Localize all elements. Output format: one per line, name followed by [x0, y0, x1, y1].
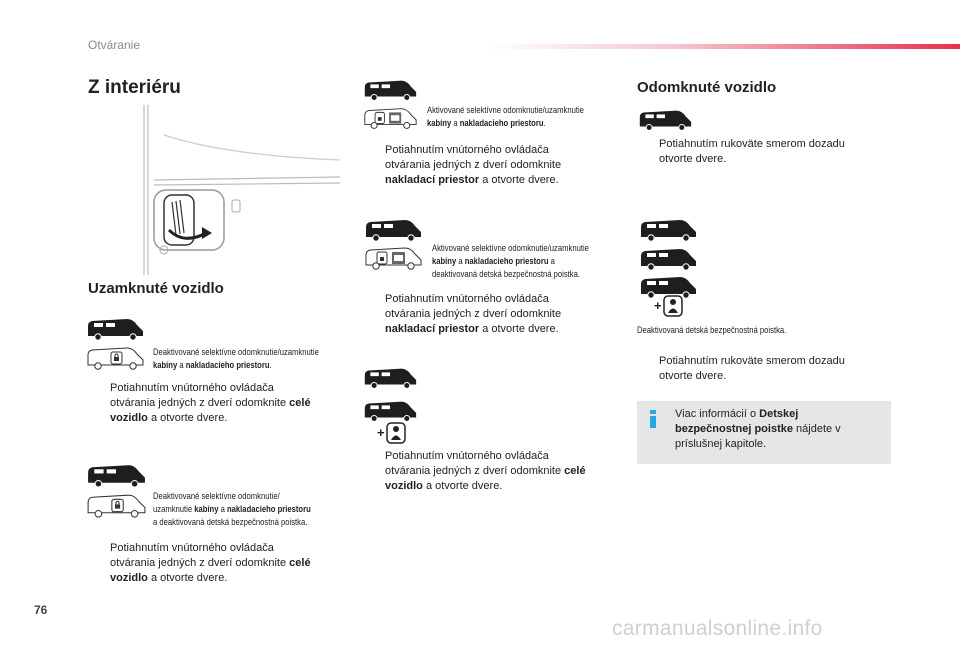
child-lock-icon [377, 421, 407, 445]
watermark: carmanualsonline.info [612, 617, 823, 640]
caption: Aktivované selektívne odomknutie/uzamknu… [432, 243, 589, 279]
instruction-paragraph: Potiahnutím vnútorného ovládača otvárani… [110, 542, 311, 584]
van-icon [85, 317, 145, 341]
van-icon [85, 463, 147, 488]
caption: Deaktivované selektívne odomknutie/uzamk… [153, 347, 319, 370]
van-lock-icon [85, 493, 147, 518]
instruction-paragraph: Potiahnutím rukoväte smerom dozadu otvor… [659, 355, 845, 382]
van-icon [362, 399, 418, 423]
info-text: Viac informácií o Detskej bezpečnostnej … [675, 408, 841, 450]
van-icon [637, 247, 699, 271]
header-accent-bar [488, 44, 960, 49]
van-icon [362, 218, 424, 242]
child-lock-icon [654, 294, 684, 318]
instruction-paragraph: Potiahnutím rukoväte smerom dozadu otvor… [659, 138, 845, 165]
instruction-paragraph: Potiahnutím vnútorného ovládača otvárani… [385, 293, 562, 335]
heading-from-interior: Z interiéru [88, 77, 181, 98]
instruction-paragraph: Potiahnutím vnútorného ovládača otvárani… [385, 450, 586, 492]
instruction-paragraph: Potiahnutím vnútorného ovládača otvárani… [385, 144, 562, 186]
heading-locked-vehicle: Uzamknuté vozidlo [88, 280, 224, 297]
caption: Deaktivovaná detská bezpečnostná poistka… [637, 325, 787, 335]
van-icon [637, 218, 699, 242]
van-icon [362, 366, 418, 390]
door-handle-illustration [143, 105, 340, 275]
info-icon [650, 410, 656, 428]
van-lock-icon [85, 346, 145, 370]
caption: Aktivované selektívne odomknutie/uzamknu… [427, 105, 584, 128]
van-icon [362, 78, 418, 102]
van-icon [637, 108, 693, 132]
van-lock-icon [362, 106, 418, 130]
section-title: Otváranie [88, 38, 141, 52]
page-number: 76 [34, 603, 48, 617]
van-lock-icon [362, 246, 424, 270]
heading-unlocked-vehicle: Odomknuté vozidlo [637, 79, 777, 96]
instruction-paragraph: Potiahnutím vnútorného ovládača otvárani… [110, 382, 311, 424]
caption: Deaktivované selektívne odomknutie/ uzam… [153, 491, 311, 527]
info-box: Viac informácií o Detskej bezpečnostnej … [637, 401, 891, 464]
